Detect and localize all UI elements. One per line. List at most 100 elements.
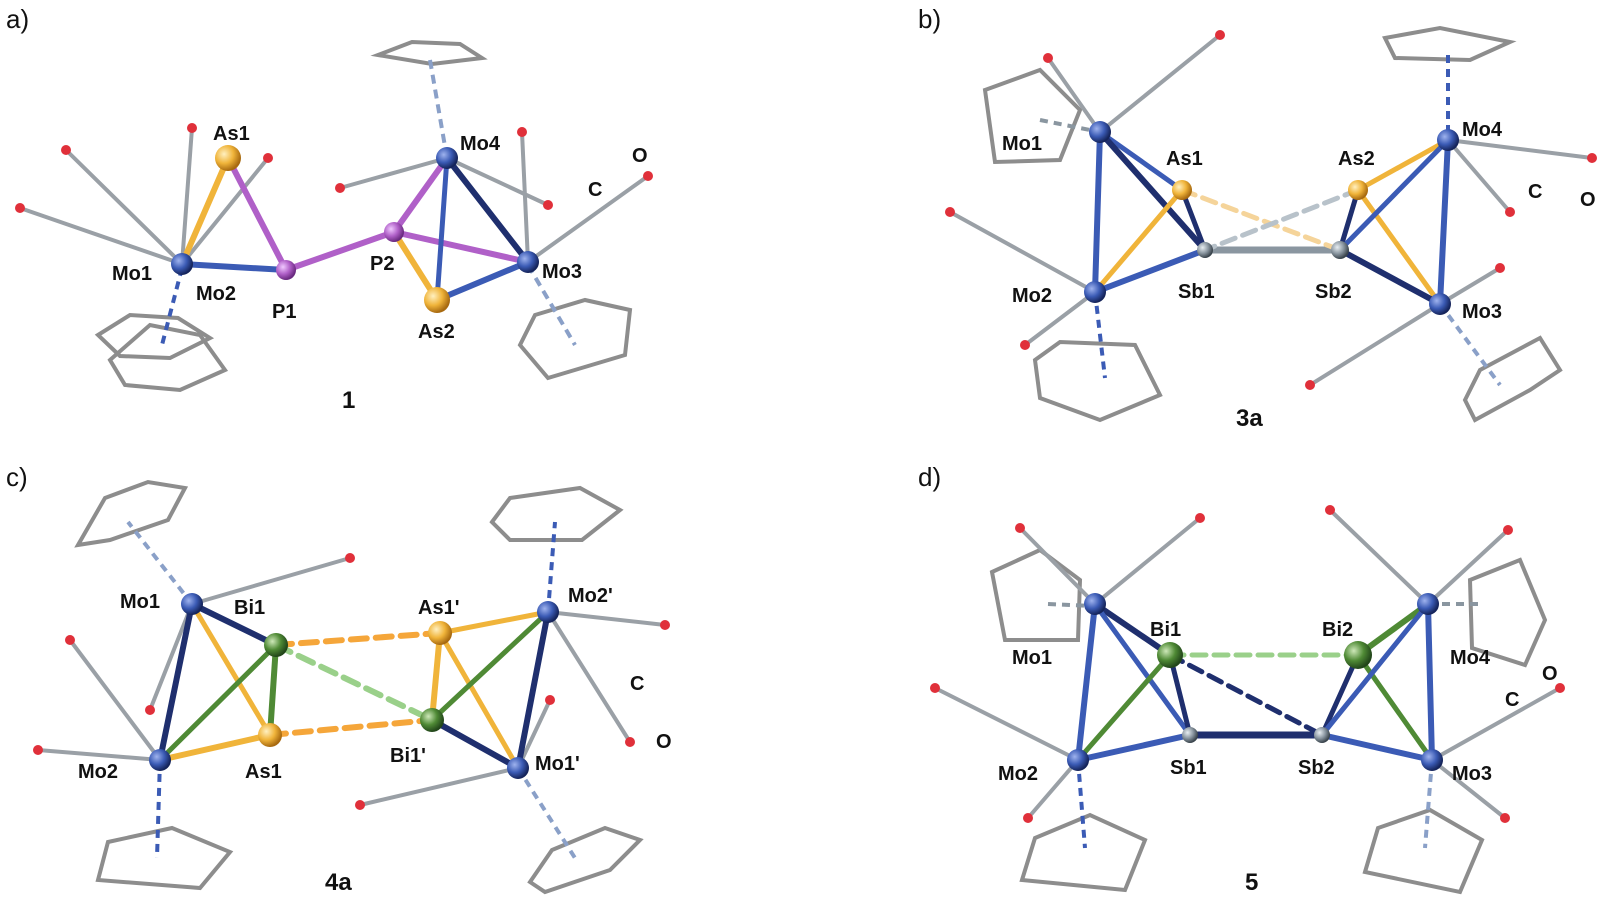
cp-ring-mo1p [527, 825, 644, 895]
panel-a: a) [6, 4, 653, 414]
atom-mo4 [436, 147, 458, 169]
compound-number: 3a [1236, 405, 1263, 432]
cp-ring-group [94, 312, 229, 393]
atom-mo1 [1084, 593, 1106, 615]
atom-mo1p [507, 757, 529, 779]
atom-label: As1 [213, 123, 250, 145]
centroid-bond [428, 59, 449, 159]
cp-ring-mo1 [74, 479, 189, 548]
atom-bi2 [1344, 641, 1372, 669]
atom-bi1 [264, 633, 288, 657]
atom-as1 [1172, 180, 1192, 200]
atom-as2 [424, 287, 450, 313]
compound-number: 4a [325, 869, 352, 896]
core-bonds [1092, 129, 1451, 307]
cp-ring-mo2p [489, 485, 624, 542]
oxygen-atoms [930, 505, 1565, 823]
atom-label: Mo4 [1462, 119, 1503, 141]
atom-mo1 [181, 593, 203, 615]
atom-bi1 [1157, 642, 1183, 668]
cp-ring-mo4 [1382, 25, 1517, 63]
oxygen-atoms [945, 30, 1597, 390]
cp-ring-mo1 [989, 547, 1083, 642]
atom-label: Sb1 [1170, 757, 1207, 779]
cp-ring-mo4 [370, 39, 488, 67]
centroid-bonds [1047, 602, 1480, 849]
atom-label: As2 [418, 321, 455, 343]
atom-mo4 [1437, 129, 1459, 151]
carbonyl-group [36, 556, 667, 807]
atom-bi1p [420, 708, 444, 732]
cp-ring-mo1 [982, 67, 1083, 165]
atom-as1p [428, 621, 452, 645]
centroid-bonds [126, 520, 577, 860]
cp-ring-mo3 [1362, 807, 1485, 895]
panel-b: b) [918, 4, 1597, 432]
atom-mo2 [1067, 749, 1089, 771]
centroid-bond [160, 267, 184, 346]
centroid-bond [526, 263, 577, 347]
atom-label: Mo4 [460, 133, 501, 155]
carbonyl-group [948, 33, 1594, 387]
atom-as1 [258, 723, 282, 747]
atom-label: Sb2 [1315, 281, 1352, 303]
atom-label: Mo1 [112, 263, 152, 285]
cp-ring-mo3 [517, 297, 633, 381]
atom-label: As1 [1166, 148, 1203, 170]
atom-label: P1 [272, 301, 296, 323]
atom-label: Bi1' [390, 745, 426, 767]
cp-ring-mo2 [1019, 812, 1148, 893]
cp-ring-mo2 [107, 322, 229, 393]
atom-label: Mo3 [542, 261, 582, 283]
atom-sb1 [1197, 242, 1213, 258]
atom-label: As1 [245, 761, 282, 783]
atom-p2 [384, 222, 404, 242]
atom-label: Bi2 [1322, 619, 1353, 641]
atom-label: Mo2' [568, 585, 613, 607]
atom-label: Mo4 [1450, 647, 1491, 669]
atom-label: C [630, 673, 644, 695]
panel-tag: d) [918, 462, 941, 492]
atom-sb1 [1182, 727, 1198, 743]
atom-p1 [276, 260, 296, 280]
atom-label: As2 [1338, 148, 1375, 170]
atom-label: Mo2 [1012, 285, 1052, 307]
weak-interactions [267, 630, 443, 738]
cp-ring-mo4 [1467, 557, 1548, 668]
atom-label: O [632, 145, 648, 167]
core-bonds [179, 155, 531, 303]
atom-label: O [1580, 189, 1596, 211]
cp-ring-mo2 [95, 825, 234, 891]
atom-mo4 [1417, 593, 1439, 615]
carbonyl-group [18, 126, 650, 266]
cp-ring-group [74, 479, 644, 895]
atom-mo3 [1421, 749, 1443, 771]
atom-as1 [215, 145, 241, 171]
oxygen-atoms [33, 553, 670, 810]
atom-label: O [1542, 663, 1558, 685]
panel-tag: b) [918, 4, 941, 34]
atom-mo2p [537, 601, 559, 623]
panel-tag: c) [6, 462, 28, 492]
atom-label: Sb1 [1178, 281, 1215, 303]
compound-number: 5 [1245, 869, 1258, 896]
atom-mo1 [1089, 121, 1111, 143]
atom-label: C [588, 179, 602, 201]
cp-ring-mo1 [94, 312, 215, 361]
panel-c: c) [6, 462, 672, 896]
atom-mo2 [149, 749, 171, 771]
atom-mo3 [1429, 293, 1451, 315]
atom-as2 [1348, 180, 1368, 200]
atom-mo1 [171, 253, 193, 275]
atom-label: P2 [370, 253, 394, 275]
cp-ring-group [989, 547, 1548, 895]
core-bonds [157, 601, 551, 771]
atom-label: Bi1 [1150, 619, 1181, 641]
compound-number: 1 [342, 387, 355, 414]
weak-interactions [1179, 187, 1361, 253]
atom-label: C [1505, 689, 1519, 711]
atom-label: Mo1 [120, 591, 160, 613]
atom-label: Mo1' [535, 753, 580, 775]
atom-mo3 [517, 251, 539, 273]
